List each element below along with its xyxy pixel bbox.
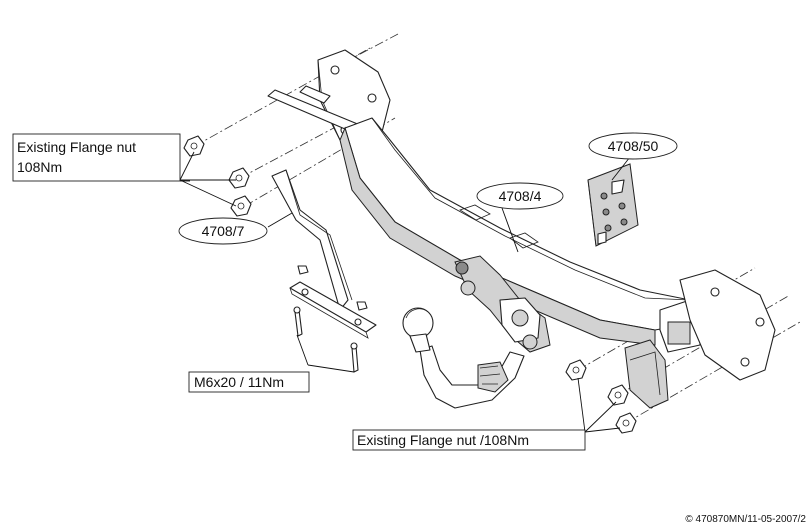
socket-plate-part (587, 163, 639, 247)
right-mounting-plate (679, 269, 776, 381)
small-fasteners (293, 265, 368, 373)
flange-nut-left-line1: Existing Flange nut (17, 139, 136, 155)
flange-nuts-right (565, 359, 637, 434)
leader-lines (179, 151, 631, 433)
label-flange-nut-left: Existing Flange nut 108Nm (12, 133, 181, 182)
flange-nuts-left (183, 135, 252, 217)
part-4708-50-text: 4708/50 (608, 138, 659, 154)
part-4708-4-text: 4708/4 (499, 188, 542, 204)
label-4708-4: 4708/4 (476, 182, 564, 210)
label-4708-50: 4708/50 (588, 132, 678, 160)
flange-nut-right-text: Existing Flange nut /108Nm (357, 432, 529, 448)
bolt-m6-text: M6x20 / 11Nm (194, 374, 284, 390)
part-4708-7-text: 4708/7 (202, 223, 245, 239)
label-4708-7: 4708/7 (178, 217, 268, 245)
label-bolt-m6: M6x20 / 11Nm (188, 371, 310, 393)
flange-nut-left-line2: 108Nm (17, 159, 62, 175)
label-flange-nut-right: Existing Flange nut /108Nm (352, 429, 586, 451)
tow-ball-assembly (402, 255, 551, 409)
left-bracket (271, 169, 377, 339)
copyright-text: © 470870MN/11-05-2007/2 (685, 514, 806, 525)
right-bracket (624, 339, 669, 409)
